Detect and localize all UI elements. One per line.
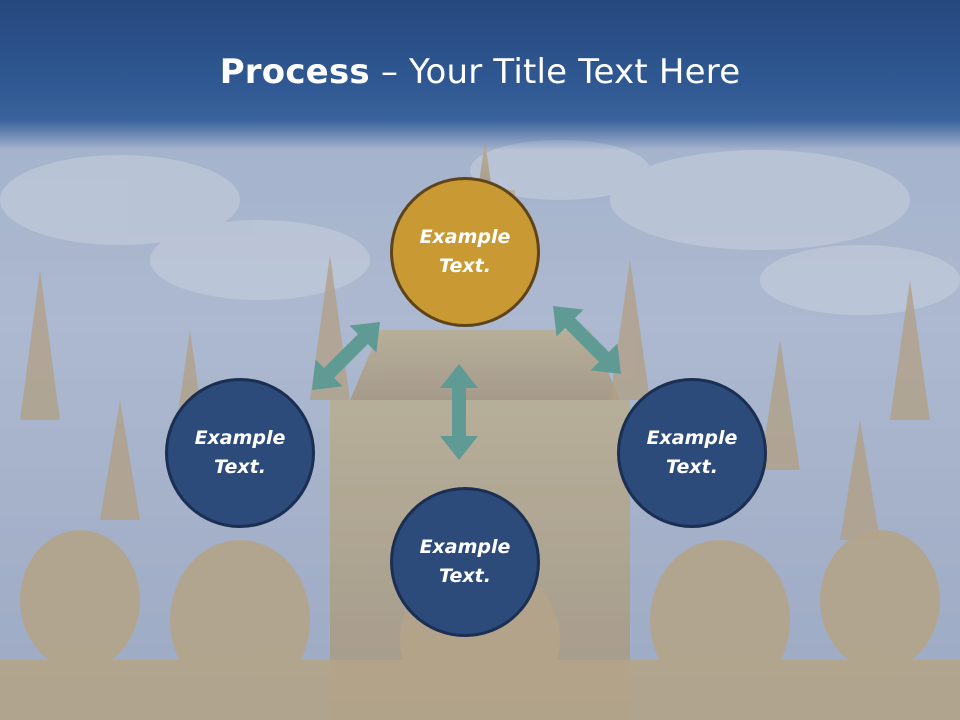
circle-right[interactable]: Example Text. — [617, 378, 767, 528]
circle-left[interactable]: Example Text. — [165, 378, 315, 528]
circle-top[interactable]: Example Text. — [390, 177, 540, 327]
title-rest-text: – Your Title Text Here — [369, 52, 741, 92]
circle-bottom-text: Example Text. — [419, 536, 511, 587]
slide-title[interactable]: Process – Your Title Text Here — [0, 52, 960, 92]
circle-left-text: Example Text. — [194, 427, 286, 478]
title-bold-text: Process — [219, 52, 370, 92]
title-band — [0, 0, 960, 150]
circle-top-text: Example Text. — [419, 226, 511, 277]
circle-right-text: Example Text. — [646, 427, 738, 478]
circle-bottom[interactable]: Example Text. — [390, 487, 540, 637]
